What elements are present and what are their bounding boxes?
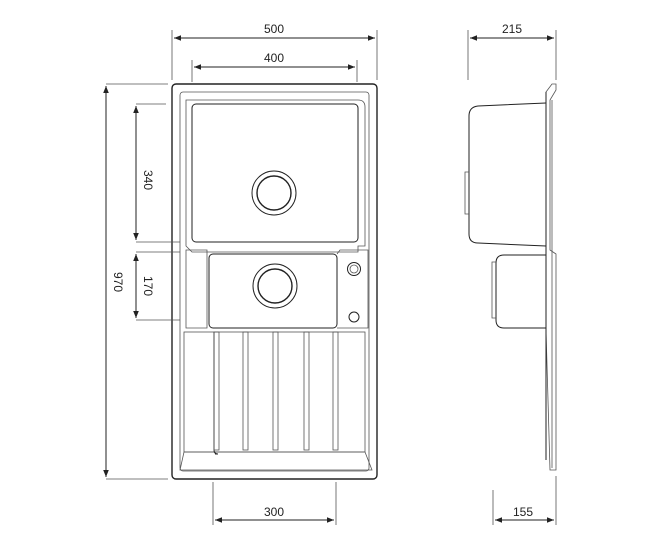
dim-label-300: 300 (264, 505, 284, 519)
sink-side-view (464, 30, 557, 525)
dim-label-170: 170 (141, 276, 155, 296)
dim-label-340: 340 (141, 170, 155, 190)
dim-label-400: 400 (264, 51, 284, 65)
dim-label-155: 155 (513, 505, 533, 519)
sink-inner-rim (179, 91, 370, 472)
dim-label-215: 215 (502, 22, 522, 36)
main-drain-outer (251, 170, 297, 216)
sink-top-view (103, 30, 378, 525)
main-bowl (185, 99, 366, 253)
main-drain-inner (256, 175, 292, 211)
dim-label-970: 970 (111, 272, 125, 292)
small-drain-outer (252, 263, 298, 309)
small-drain-inner (257, 268, 293, 304)
small-bowl (185, 249, 369, 329)
side-main-bowl (468, 102, 547, 247)
overflow-hole-icon (348, 311, 360, 323)
dim-label-500: 500 (264, 22, 284, 36)
sink-outer-rim (171, 83, 378, 480)
drainer (179, 331, 373, 471)
tap-hole-icon (347, 262, 361, 276)
side-small-bowl (495, 254, 546, 329)
